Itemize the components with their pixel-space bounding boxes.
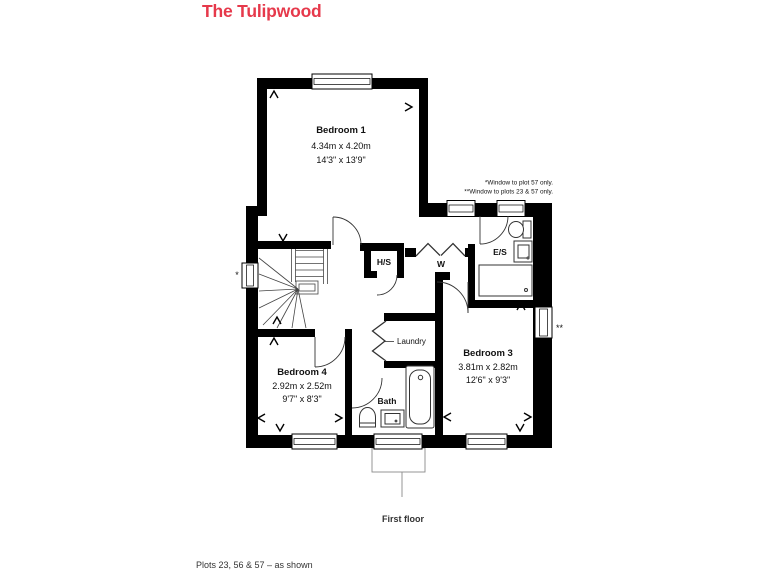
- window-note-1: *Window to plot 57 only.: [485, 180, 553, 187]
- bedroom3-metric-label: 3.81m x 2.82m: [458, 362, 518, 372]
- doors: [314, 215, 509, 409]
- bedroom1-name-label: Bedroom 1: [316, 125, 366, 136]
- toilet-icon: [359, 407, 376, 428]
- plan-title: The Tulipwood: [202, 1, 322, 21]
- bath-fixtures: [359, 365, 435, 429]
- plots-caption: Plots 23, 56 & 57 – as shown: [196, 560, 313, 570]
- window-top-right-1: [446, 200, 476, 217]
- staircase: [258, 249, 328, 329]
- bedroom1-imperial-label: 14'3" x 13'9": [316, 155, 365, 165]
- floor-caption: First floor: [382, 514, 424, 524]
- window-bath-bottom: [373, 433, 423, 450]
- interior-walls: [257, 241, 534, 435]
- shower-tray-icon: [478, 264, 533, 297]
- ensuite-label: E/S: [493, 247, 507, 257]
- bathtub-icon: [405, 365, 435, 429]
- door-bath: [351, 377, 383, 409]
- window-top-right-2: [496, 200, 526, 217]
- window-right-wall: [534, 306, 553, 339]
- door-ensuite: [479, 215, 509, 245]
- window-bedroom4-bottom: [291, 433, 338, 450]
- bedroom4-imperial-label: 9'7" x 8'3": [282, 394, 321, 404]
- bedroom1-metric-label: 4.34m x 4.20m: [311, 141, 371, 151]
- bedroom4-name-label: Bedroom 4: [277, 367, 327, 378]
- sink-icon: [380, 409, 405, 428]
- dimension-arrows: [256, 89, 533, 433]
- sink-icon: [513, 240, 533, 263]
- window-bedroom3-bottom: [465, 433, 508, 450]
- door-bedroom4: [314, 336, 346, 368]
- bifold-laundry: [371, 320, 387, 362]
- window-note-2: **Window to plots 23 & 57 only.: [464, 189, 553, 196]
- door-hs: [376, 274, 398, 296]
- bedroom3-imperial-label: 12'6" x 9'3": [466, 375, 510, 385]
- laundry-label: Laundry: [397, 337, 426, 346]
- bedroom3-name-label: Bedroom 3: [463, 348, 513, 359]
- window-bedroom1-top: [311, 73, 373, 90]
- hs-label: H/S: [377, 257, 392, 267]
- windows: [241, 73, 553, 450]
- toilet-icon: [508, 220, 532, 239]
- window-left-wall: [241, 262, 259, 289]
- door-bedroom1: [332, 216, 362, 246]
- window-marker-double: **: [556, 323, 564, 333]
- ensuite-fixtures: [478, 220, 533, 297]
- window-marker-single: *: [235, 270, 239, 280]
- bifold-wardrobe: [415, 242, 466, 257]
- porch-outline: [371, 447, 426, 497]
- bedroom4-metric-label: 2.92m x 2.52m: [272, 381, 332, 391]
- wardrobe-label: W: [437, 259, 446, 269]
- bath-label: Bath: [378, 396, 397, 406]
- door-bedroom3: [436, 281, 469, 314]
